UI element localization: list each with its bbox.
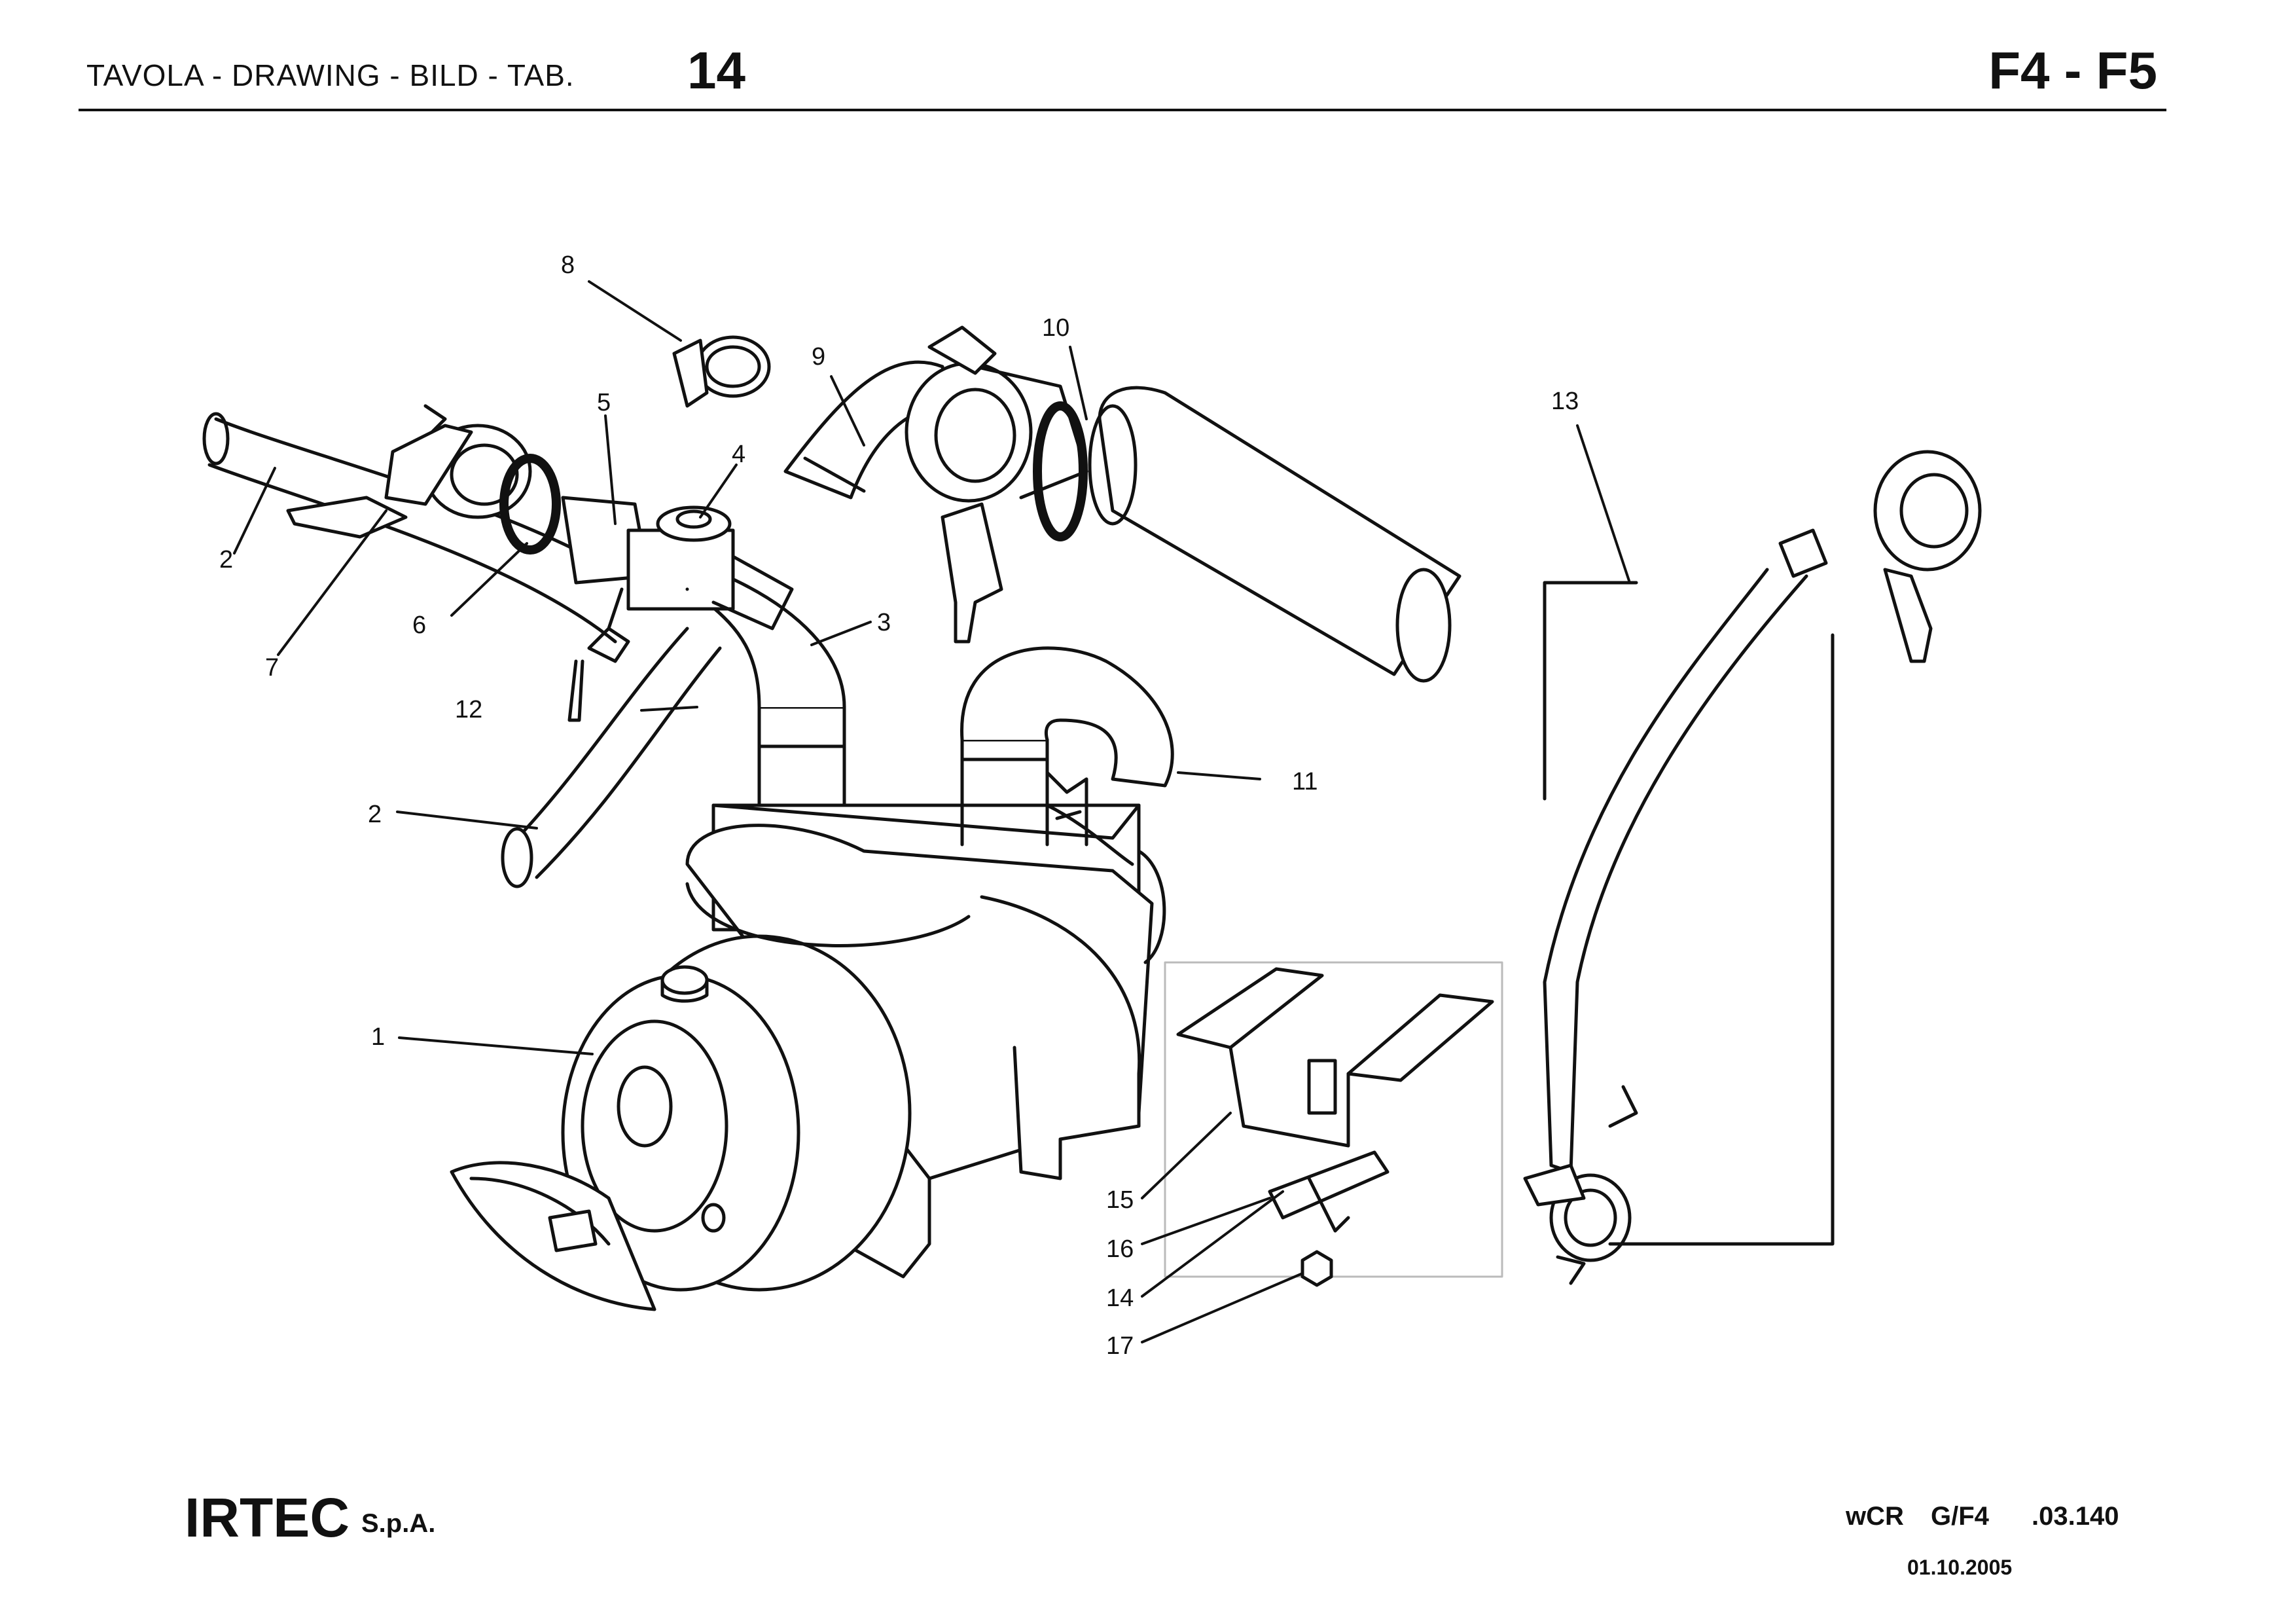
callout-6: 6 — [412, 611, 426, 639]
header-rule — [79, 109, 2166, 111]
callout-2: 2 — [368, 801, 382, 828]
tee-fitting — [626, 505, 794, 630]
drawing-label: TAVOLA - DRAWING - BILD - TAB. — [86, 58, 575, 92]
delivery-hose — [685, 450, 1982, 1285]
reference-code-2: G/F4 — [1931, 1502, 1989, 1531]
callout-3: 3 — [877, 609, 891, 636]
callout-10: 10 — [1042, 314, 1069, 342]
callout-4: 4 — [732, 441, 745, 468]
model-code: F4 - F5 — [1988, 41, 2157, 100]
callout-12: 12 — [455, 696, 482, 723]
company-suffix: S.p.A. — [361, 1509, 436, 1538]
left-coupling — [286, 404, 532, 539]
callout-13: 13 — [1551, 388, 1579, 415]
pump-assembly — [450, 803, 1166, 1311]
bracket-group — [1164, 961, 1503, 1287]
company-name: IRTEC — [185, 1487, 350, 1548]
callout-9: 9 — [812, 343, 825, 371]
callout-7: 7 — [265, 654, 279, 682]
callout-8: 8 — [561, 251, 575, 279]
reference-code-1: wCR — [1846, 1502, 1904, 1531]
callout-1: 1 — [371, 1023, 385, 1051]
callout-14: 14 — [1106, 1285, 1134, 1312]
reference-code-3: .03.140 — [2032, 1502, 2119, 1531]
bend-pipe — [960, 646, 1174, 788]
callout-15: 15 — [1106, 1186, 1134, 1214]
bleed-valve — [1045, 771, 1088, 847]
upper-hose — [783, 360, 951, 500]
gasket-left — [499, 454, 561, 555]
callout-5: 5 — [597, 389, 611, 416]
upper-coupling — [905, 325, 1088, 644]
hose-clamp — [672, 335, 771, 408]
callout-11: 11 — [1292, 768, 1318, 795]
callout-labels: 1 2 2 3 4 5 6 7 8 9 10 11 12 13 14 15 16… — [219, 251, 1579, 1360]
intake-strainer — [1088, 386, 1462, 683]
callout-16: 16 — [1106, 1235, 1134, 1263]
drain-tap — [567, 587, 630, 722]
revision-date: 01.10.2005 — [1907, 1556, 2013, 1579]
leader-lines — [233, 280, 1631, 1343]
table-number: 14 — [687, 41, 745, 100]
callout-2: 2 — [219, 546, 233, 574]
callout-17: 17 — [1106, 1332, 1134, 1360]
